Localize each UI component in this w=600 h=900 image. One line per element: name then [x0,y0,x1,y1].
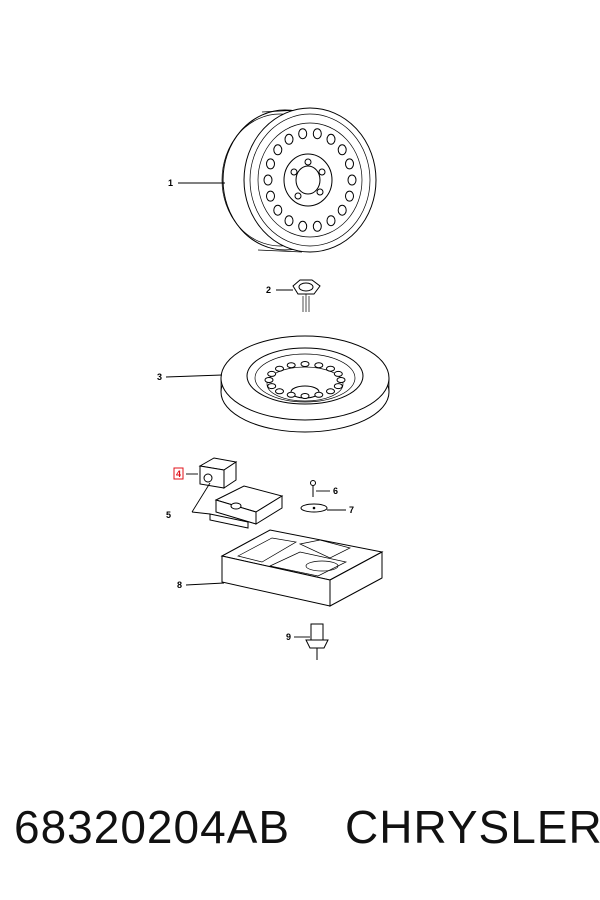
tire-rim-holes [264,361,346,399]
hole-shape [312,220,322,232]
hole-shape [314,391,324,398]
sealant-canister [198,457,238,489]
hole-shape [273,144,283,156]
callout-9: 9 [286,632,291,642]
callout-5: 5 [166,510,171,520]
hole-shape [286,362,296,369]
hole-shape [284,133,294,145]
hole-shape [267,370,277,377]
hold-down-nut [292,279,321,312]
hole-shape [264,377,274,383]
hole-shape [263,174,273,186]
spare-tire [220,335,390,433]
callout-4-highlight-box [173,467,184,480]
steel-wheel [221,107,377,253]
callout-1: 1 [168,178,173,188]
hole-shape [326,365,335,372]
hole-shape [300,361,310,367]
callout-2: 2 [266,285,271,295]
hole-shape [336,377,346,383]
hole-shape [298,220,308,232]
hole-shape [347,174,357,186]
hole-shape [267,383,277,390]
part-number: 68320204AB [14,801,291,853]
brand-name: CHRYSLER [345,801,600,853]
hole-shape [326,215,336,227]
mounting-bolt [305,623,329,660]
hole-shape [337,144,347,156]
hole-shape [326,388,335,395]
hole-shape [314,362,324,369]
hole-shape [333,370,343,377]
hole-shape [266,158,275,170]
callout-4: 4 [176,469,181,479]
hole-shape [286,391,296,398]
hole-shape [275,388,284,395]
hole-shape [266,190,275,202]
hole-shape [337,204,347,216]
hole-shape [345,190,354,202]
washer [300,503,328,513]
hole-shape [326,133,336,145]
hole-shape [298,128,308,140]
callout-7: 7 [349,505,354,515]
hole-shape [284,215,294,227]
wheel-vent-holes [263,128,357,232]
hole-shape [275,365,284,372]
hole-shape [273,204,283,216]
retaining-pin [310,480,316,497]
hole-shape [312,128,322,140]
hole-shape [300,393,310,399]
footer: 68320204AB CHRYSLER [0,800,600,870]
inflator-kit [209,485,284,529]
callout-6: 6 [333,486,338,496]
callout-3: 3 [157,372,162,382]
callout-8: 8 [177,580,182,590]
hole-shape [333,383,343,390]
storage-tray [220,529,384,607]
hole-shape [345,158,354,170]
